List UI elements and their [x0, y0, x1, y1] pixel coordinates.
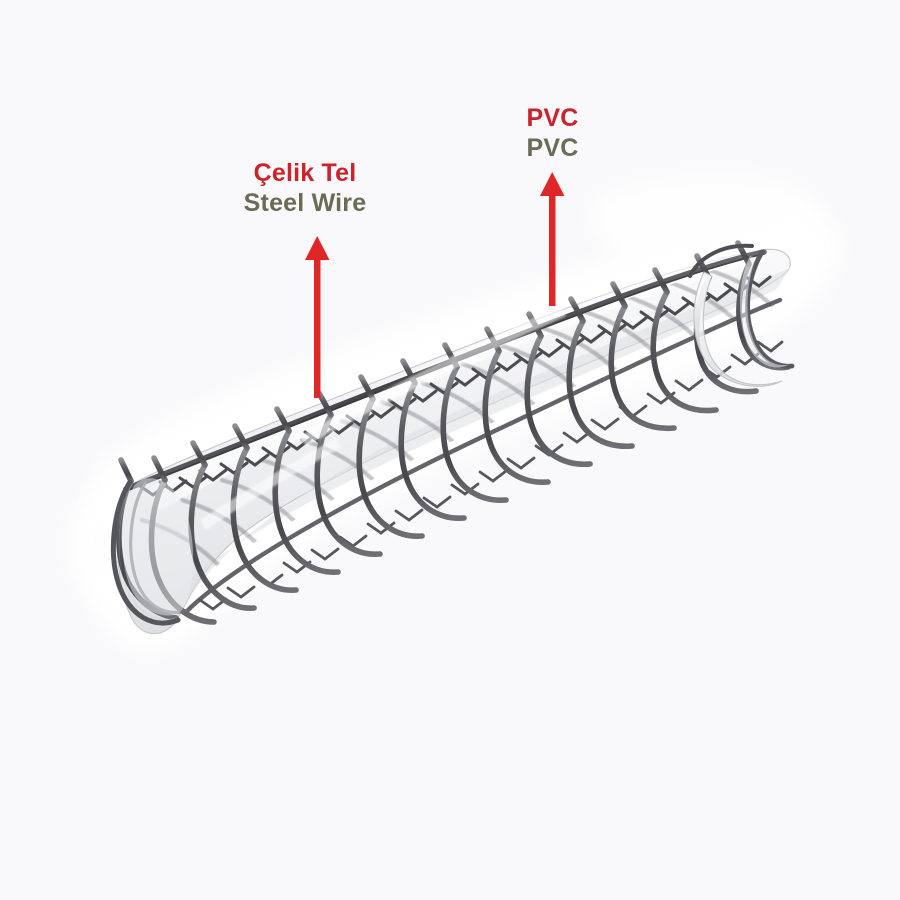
- callout-pvc-secondary-text: PVC: [526, 134, 579, 162]
- arrow-steel-wire: [305, 236, 330, 398]
- callout-pvc: PVC PVC: [455, 103, 650, 163]
- hose-end-right: [688, 243, 795, 387]
- hose-open-end-left: [110, 478, 194, 626]
- callout-steel-wire: Çelik Tel Steel Wire: [180, 158, 430, 218]
- callout-pvc-primary-text: PVC: [526, 104, 579, 132]
- arrow-pvc: [540, 172, 565, 306]
- callout-steel-wire-secondary-text: Steel Wire: [243, 189, 367, 217]
- callout-steel-wire-primary-text: Çelik Tel: [253, 159, 357, 187]
- pvc-sheen: [200, 306, 566, 530]
